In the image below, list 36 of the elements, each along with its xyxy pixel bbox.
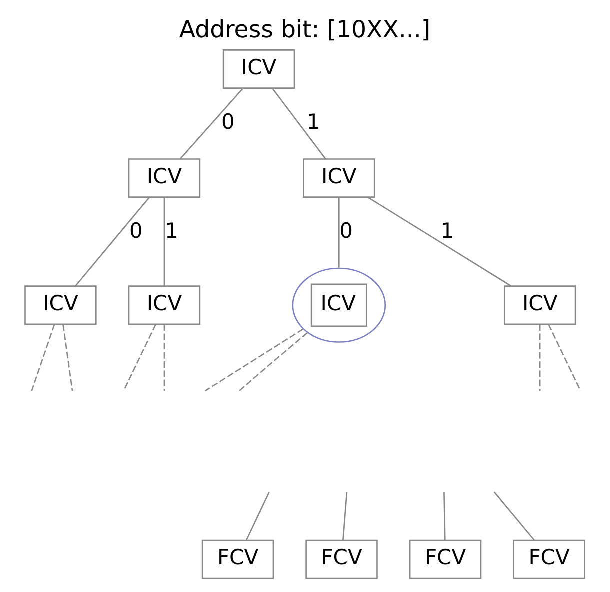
- node-ellipse: ICV: [292, 268, 386, 343]
- edge-label: 0: [221, 108, 235, 134]
- connector: [539, 324, 541, 391]
- connector: [338, 197, 340, 268]
- connector: [164, 324, 166, 391]
- edge-label: 1: [440, 218, 454, 243]
- connector: [368, 196, 512, 287]
- connector: [548, 324, 582, 392]
- node-box: FCV: [202, 540, 274, 580]
- connector: [239, 332, 308, 392]
- node-box: ICV: [128, 158, 201, 198]
- edge-label: 1: [306, 108, 320, 134]
- node-box: ICV: [24, 286, 97, 326]
- connector: [272, 88, 326, 160]
- edge-label: 0: [340, 218, 354, 243]
- node-box: ICV: [222, 50, 296, 89]
- connector: [494, 492, 535, 541]
- edge-label: 1: [165, 218, 178, 243]
- connector: [31, 324, 56, 392]
- connector: [180, 88, 244, 160]
- edge-label: 0: [130, 218, 143, 243]
- connector: [164, 197, 166, 286]
- connector: [123, 324, 156, 392]
- diagram-title: Address bit: [10XX...]: [179, 16, 431, 44]
- node-box: ICV: [128, 286, 201, 326]
- connector: [75, 196, 150, 287]
- node-box: FCV: [409, 540, 482, 580]
- connector: [342, 492, 348, 540]
- node-box: FCV: [513, 540, 586, 580]
- node-box: FCV: [306, 540, 378, 580]
- connector: [205, 328, 304, 392]
- connector: [246, 492, 270, 541]
- node-box: ICV: [504, 286, 576, 326]
- node-box: ICV: [303, 158, 376, 198]
- connector: [444, 492, 446, 540]
- connector: [62, 324, 74, 392]
